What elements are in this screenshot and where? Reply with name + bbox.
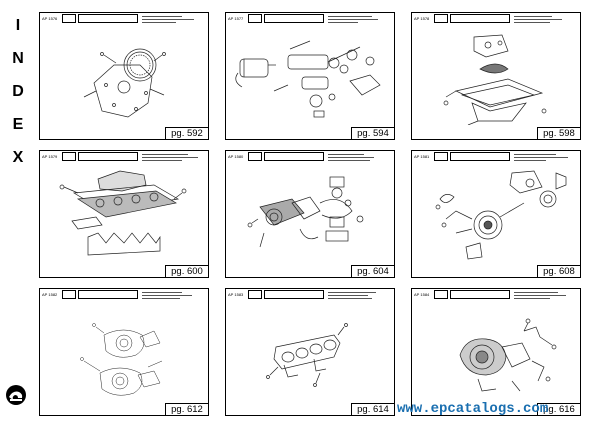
index-letter: E bbox=[12, 116, 24, 133]
card-code: AP 1580 bbox=[228, 154, 244, 159]
card-title-block: AP 1581 bbox=[412, 151, 580, 163]
exhaust-manifold-drawing bbox=[266, 323, 348, 387]
flywheel-drawing bbox=[83, 48, 166, 118]
oil-sump-drawing bbox=[443, 34, 547, 125]
catalog-card-alternator[interactable]: AP 1581 pg. 608 bbox=[411, 150, 581, 278]
catalog-card-turbocharger[interactable]: AP 1584 pg. 616 bbox=[411, 288, 581, 416]
card-code: AP 1577 bbox=[228, 16, 244, 21]
cylinder-head-drawing bbox=[59, 170, 187, 256]
turbo-assembly-drawing bbox=[80, 323, 163, 396]
catalog-card-starter[interactable]: AP 1577 pg. 594 bbox=[225, 12, 395, 140]
watermark-url: www.epcatalogs.com bbox=[397, 401, 549, 417]
page-number[interactable]: pg. 592 bbox=[165, 127, 209, 140]
catalog-card-turbo-assembly[interactable]: AP 1582 pg. 612 bbox=[39, 288, 209, 416]
catalog-card-exhaust-manifold[interactable]: AP 1583 pg. 614 bbox=[225, 288, 395, 416]
page-number[interactable]: pg. 604 bbox=[351, 265, 395, 278]
starter-motor-drawing bbox=[235, 40, 381, 118]
page-number[interactable]: pg. 600 bbox=[165, 265, 209, 278]
card-title-block: AP 1579 bbox=[40, 151, 208, 163]
page-number[interactable]: pg. 614 bbox=[351, 403, 395, 416]
card-code: AP 1583 bbox=[228, 292, 244, 297]
card-code: AP 1584 bbox=[414, 292, 430, 297]
catalog-card-oil-sump[interactable]: AP 1578 pg. 598 bbox=[411, 12, 581, 140]
turbocharger-drawing bbox=[459, 318, 557, 392]
brand-logo-icon bbox=[6, 385, 26, 405]
page-number[interactable]: pg. 616 bbox=[537, 403, 581, 416]
page-number[interactable]: pg. 612 bbox=[165, 403, 209, 416]
catalog-card-cylinder-head[interactable]: AP 1579 pg. 600 bbox=[39, 150, 209, 278]
card-title-block: AP 1584 bbox=[412, 289, 580, 301]
card-code: AP 1582 bbox=[42, 292, 58, 297]
page-number[interactable]: pg. 598 bbox=[537, 127, 581, 140]
card-title-block: AP 1583 bbox=[226, 289, 394, 301]
card-code: AP 1576 bbox=[42, 16, 58, 21]
page-number[interactable]: pg. 594 bbox=[351, 127, 395, 140]
index-letter: D bbox=[12, 83, 24, 100]
index-vertical-title: I N D E X bbox=[8, 18, 28, 166]
water-pump-drawing bbox=[247, 176, 364, 248]
index-letter: X bbox=[12, 149, 24, 166]
card-code: AP 1579 bbox=[42, 154, 58, 159]
page-number[interactable]: pg. 608 bbox=[537, 265, 581, 278]
card-title-block: AP 1582 bbox=[40, 289, 208, 301]
catalog-card-flywheel[interactable]: AP 1576 pg. 592 bbox=[39, 12, 209, 140]
alternator-drawing bbox=[435, 170, 567, 260]
card-title-block: AP 1578 bbox=[412, 13, 580, 25]
card-title-block: AP 1577 bbox=[226, 13, 394, 25]
catalog-card-water-pump[interactable]: AP 1580 pg. 604 bbox=[225, 150, 395, 278]
card-code: AP 1581 bbox=[414, 154, 430, 159]
card-code: AP 1578 bbox=[414, 16, 430, 21]
index-letter: N bbox=[12, 50, 24, 67]
card-title-block: AP 1576 bbox=[40, 13, 208, 25]
index-letter: I bbox=[15, 17, 21, 34]
card-title-block: AP 1580 bbox=[226, 151, 394, 163]
